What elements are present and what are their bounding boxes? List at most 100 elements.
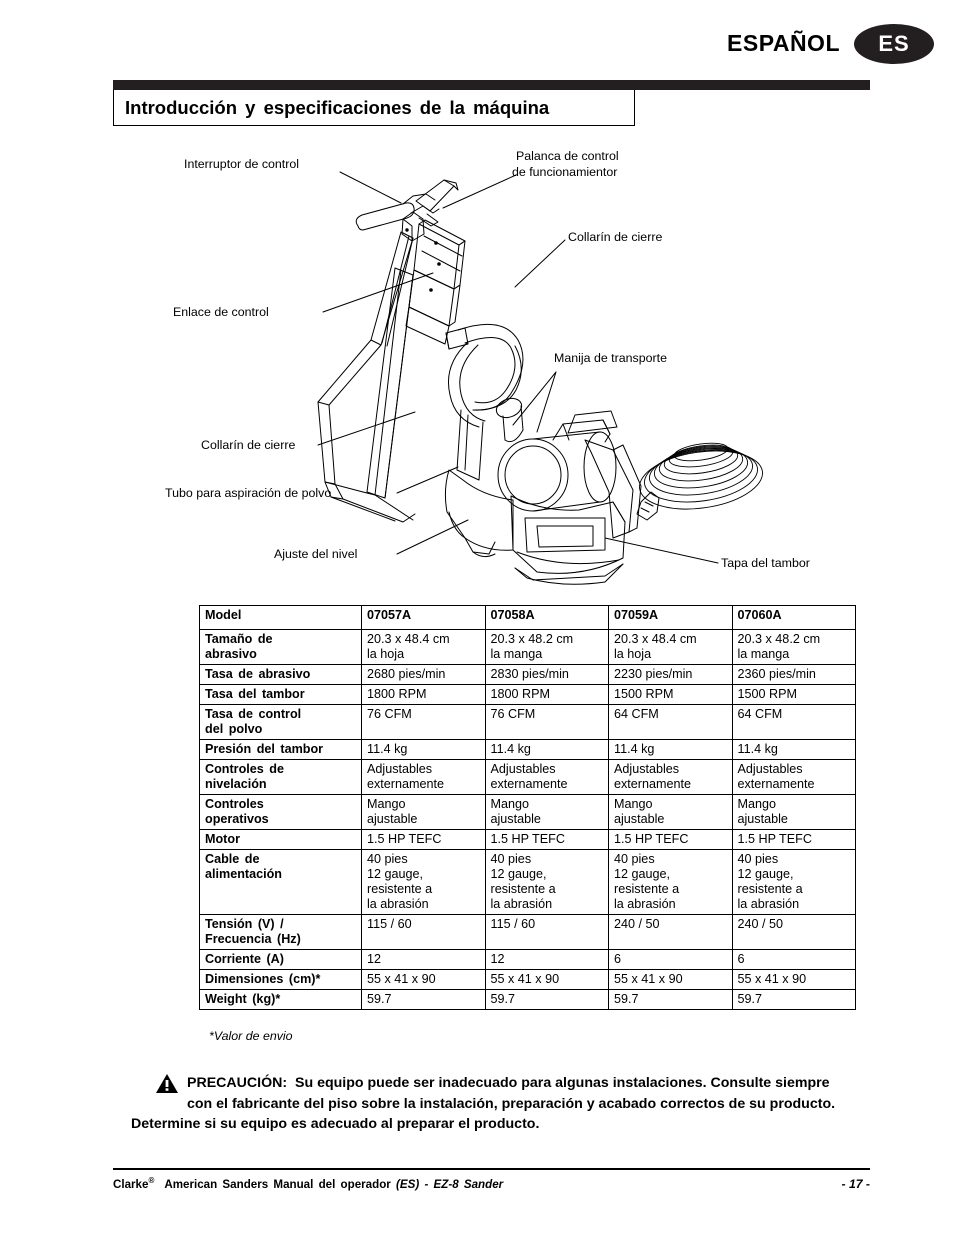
footer-rule [113, 1168, 870, 1170]
table-cell: 2230 pies/min [608, 664, 733, 685]
page-title: Introducción y especificaciones de la má… [125, 96, 550, 118]
table-cell: 55 x 41 x 90 [361, 969, 486, 990]
callout-operating-lever-line1: Palanca de control [516, 149, 619, 163]
table-cell: 2360 pies/min [731, 664, 856, 685]
language-header: ESPAÑOL ES [0, 24, 954, 70]
table-cell: 55 x 41 x 90 [731, 969, 856, 990]
table-cell: 59.7 [484, 989, 609, 1010]
callout-level-adjust: Ajuste del nivel [274, 547, 357, 561]
column-header: 07057A [361, 605, 486, 630]
table-cell: 6 [608, 949, 733, 970]
table-cell: 12 [484, 949, 609, 970]
footer-line: American Sanders Manual del operador [164, 1177, 391, 1191]
row-label: Tasa de abrasivo [199, 664, 362, 685]
table-cell: 1.5 HP TEFC [608, 829, 733, 850]
callout-locking-collar-lower: Collarín de cierre [201, 438, 295, 452]
row-label: Corriente (A) [199, 949, 362, 970]
table-cell: 6 [731, 949, 856, 970]
table-cell: 2830 pies/min [484, 664, 609, 685]
row-label: Motor [199, 829, 362, 850]
table-cell: 59.7 [608, 989, 733, 1010]
table-cell: 11.4 kg [608, 739, 733, 760]
callout-drum-cover: Tapa del tambor [721, 556, 810, 570]
table-cell: 1800 RPM [484, 684, 609, 705]
table-cell: 1.5 HP TEFC [361, 829, 486, 850]
table-cell: 1.5 HP TEFC [731, 829, 856, 850]
table-cell: 12 [361, 949, 486, 970]
caution-body: Su equipo puede ser inadecuado para algu… [131, 1075, 836, 1132]
footer-brand: Clarke [113, 1177, 149, 1191]
table-cell: 1800 RPM [361, 684, 486, 705]
table-cell: 11.4 kg [361, 739, 486, 760]
callout-control-linkage: Enlace de control [173, 305, 269, 319]
table-cell: 1.5 HP TEFC [484, 829, 609, 850]
row-label: Tasa del tambor [199, 684, 362, 705]
table-cell: 55 x 41 x 90 [608, 969, 733, 990]
callout-control-switch: Interruptor de control [184, 157, 299, 171]
column-header: 07059A [608, 605, 733, 630]
table-cell: 1500 RPM [731, 684, 856, 705]
footer-registered-mark: ® [148, 1176, 155, 1185]
row-label: Weight (kg)* [199, 989, 362, 1010]
column-header: 07058A [484, 605, 609, 630]
column-header: 07060A [731, 605, 856, 630]
machine-diagram: Interruptor de control Palanca de contro… [113, 140, 870, 600]
footer-model: (ES) - EZ-8 Sander [396, 1177, 504, 1191]
table-footnote: *Valor de envio [209, 1029, 293, 1043]
section-title-rule [113, 80, 870, 90]
leader-control-switch [339, 171, 402, 204]
table-cell: 64 CFM [731, 704, 856, 740]
table-cell: 64 CFM [608, 704, 733, 740]
table-cell: 1500 RPM [608, 684, 733, 705]
callout-operating-lever-line2: de funcionamientor [512, 165, 617, 179]
caution-text: PRECAUCIÓN: Su equipo puede ser inadecua… [131, 1075, 835, 1132]
table-cell: 55 x 41 x 90 [484, 969, 609, 990]
table-cell: 11.4 kg [731, 739, 856, 760]
row-label: Presión del tambor [199, 739, 362, 760]
caution-notice: PRECAUCIÓN: Su equipo puede ser inadecua… [131, 1073, 855, 1135]
page-footer: Clarke® American Sanders Manual del oper… [113, 1176, 870, 1191]
row-label: Tensión (V) /Frecuencia (Hz) [199, 914, 362, 950]
section-title-box: Introducción y especificaciones de la má… [113, 90, 635, 126]
table-cell: 2680 pies/min [361, 664, 486, 685]
caution-keyword: PRECAUCIÓN: [187, 1075, 288, 1091]
table-cell: 240 / 50 [731, 914, 856, 950]
row-label: Dimensiones (cm)* [199, 969, 362, 990]
page-number: - 17 - [841, 1176, 870, 1191]
warning-triangle-icon [156, 1074, 178, 1100]
language-name: ESPAÑOL [727, 30, 840, 56]
table-cell: 240 / 50 [608, 914, 733, 950]
table-cell: 76 CFM [484, 704, 609, 740]
table-cell: 59.7 [731, 989, 856, 1010]
